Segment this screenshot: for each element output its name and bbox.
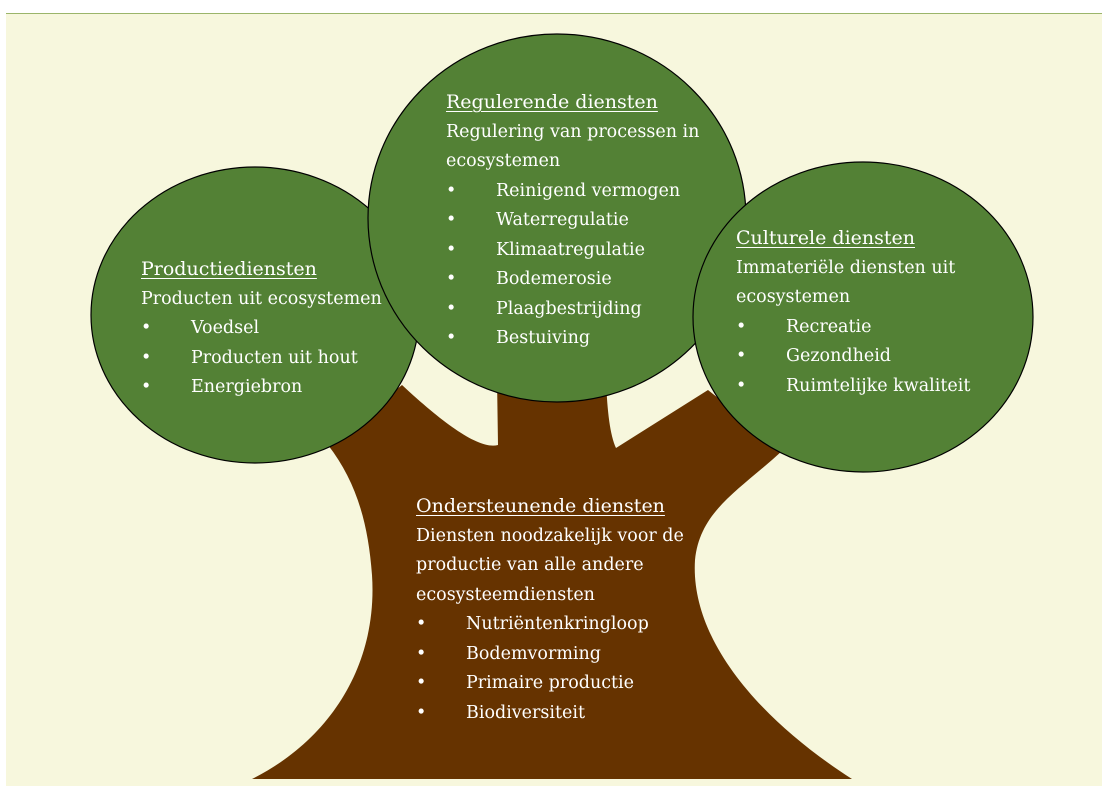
- canopy-cultureel: [692, 161, 1034, 473]
- bullet: •: [736, 346, 747, 366]
- bullet: •: [446, 210, 457, 230]
- list-item: • Klimaatregulatie: [446, 236, 699, 266]
- list-item: • Nutriëntenkringloop: [416, 610, 684, 640]
- list-item: • Reinigend vermogen: [446, 177, 699, 207]
- bullet: •: [446, 180, 457, 201]
- list-item: • Bodemerosie: [446, 265, 699, 295]
- bullet: •: [446, 239, 457, 260]
- list-item-label: Bodemvorming: [466, 643, 602, 664]
- tree-trunk: [252, 378, 852, 779]
- regulerend-block: Regulerende diensten Regulering van proc…: [446, 88, 699, 354]
- list-item-label: Bodemerosie: [496, 269, 612, 289]
- list-item-label: Gezondheid: [786, 346, 891, 366]
- bullet: •: [416, 702, 427, 723]
- list-item: • Plaagbestrijding: [446, 295, 699, 325]
- bullet: •: [141, 377, 152, 397]
- productie-list: • Voedsel • Producten uit hout • Energiebro…: [141, 314, 382, 403]
- bullet: •: [736, 316, 747, 337]
- cultureel-list: • Recreatie • Gezondheid • Ruimtelijke kwal…: [736, 313, 970, 402]
- list-item-label: Ruimtelijke kwaliteit: [786, 375, 971, 396]
- bullet: •: [416, 673, 427, 693]
- productie-block: Productiediensten Producten uit ecosyste…: [141, 255, 382, 403]
- ondersteunend-subtitle-line: productie van alle andere: [416, 555, 644, 575]
- list-item: • Ruimtelijke kwaliteit: [736, 372, 970, 402]
- bullet: •: [736, 375, 747, 396]
- list-item-label: Waterregulatie: [496, 210, 629, 230]
- cultureel-subtitle-line: Immateriële diensten uit: [736, 257, 956, 278]
- list-item: • Bodemvorming: [416, 640, 684, 670]
- ondersteunend-list: • Nutriëntenkringloop • Bodemvorming • Prim…: [416, 610, 684, 728]
- productie-subtitle: Producten uit ecosystemen: [141, 288, 382, 309]
- productie-heading: Productiediensten: [141, 258, 317, 280]
- list-item: • Recreatie: [736, 313, 970, 343]
- list-item-label: Primaire productie: [466, 673, 635, 693]
- ondersteunend-heading: Ondersteunende diensten: [416, 495, 665, 517]
- ondersteunend-subtitle-line: ecosysteemdiensten: [416, 584, 595, 605]
- list-item-label: Klimaatregulatie: [496, 239, 645, 260]
- list-item-label: Bestuiving: [496, 328, 591, 348]
- bullet: •: [446, 269, 457, 289]
- cultureel-block: Culturele diensten Immateriële diensten …: [736, 224, 970, 401]
- bullet: •: [446, 328, 457, 348]
- list-item: • Waterregulatie: [446, 206, 699, 236]
- bullet: •: [416, 643, 427, 664]
- list-item: • Biodiversiteit: [416, 699, 684, 729]
- list-item-label: Voedsel: [191, 318, 260, 338]
- cultureel-heading: Culturele diensten: [736, 227, 915, 249]
- list-item: • Energiebron: [141, 373, 382, 403]
- regulerend-subtitle-line: Regulering van processen in: [446, 121, 700, 142]
- list-item: • Bestuiving: [446, 324, 699, 354]
- bullet: •: [416, 614, 427, 634]
- list-item-label: Plaagbestrijding: [496, 298, 642, 319]
- list-item-label: Recreatie: [786, 316, 872, 337]
- bullet: •: [141, 318, 152, 338]
- cultureel-subtitle-line: ecosystemen: [736, 287, 851, 307]
- list-item: • Producten uit hout: [141, 344, 382, 374]
- ondersteunend-block: Ondersteunende diensten Diensten noodzak…: [416, 492, 684, 728]
- list-item-label: Biodiversiteit: [466, 702, 585, 723]
- bullet: •: [141, 347, 152, 368]
- regulerend-heading: Regulerende diensten: [446, 91, 658, 113]
- list-item: • Voedsel: [141, 314, 382, 344]
- list-item-label: Producten uit hout: [191, 347, 358, 368]
- list-item-label: Energiebron: [191, 377, 303, 397]
- list-item-label: Reinigend vermogen: [496, 180, 681, 201]
- list-item-label: Nutriëntenkringloop: [466, 614, 649, 634]
- bullet: •: [446, 298, 457, 319]
- list-item: • Primaire productie: [416, 669, 684, 699]
- ondersteunend-subtitle-line: Diensten noodzakelijk voor de: [416, 525, 684, 546]
- list-item: • Gezondheid: [736, 342, 970, 372]
- regulerend-subtitle-line: ecosystemen: [446, 151, 561, 171]
- regulerend-list: • Reinigend vermogen • Waterregulatie • Kli…: [446, 177, 699, 354]
